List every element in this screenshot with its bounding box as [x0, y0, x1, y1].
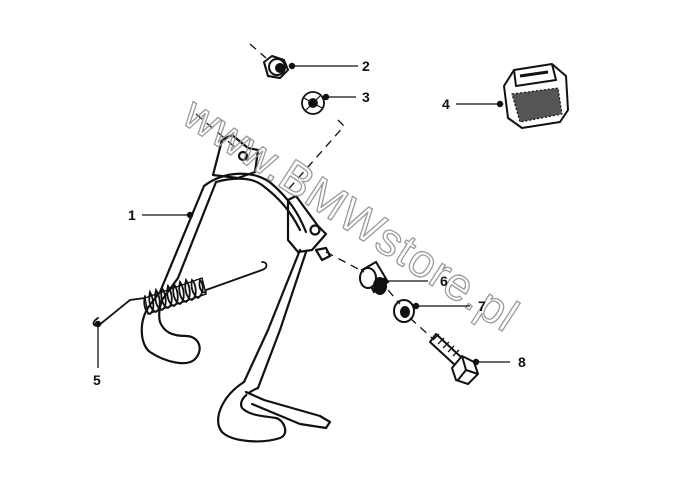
callout-7: 7: [478, 298, 486, 314]
rubber-buffer-part: [503, 63, 569, 129]
bolt-part: [429, 333, 479, 385]
lock-washer-part: [301, 91, 325, 115]
return-spring-part: [92, 261, 268, 327]
assembly-lines: [195, 43, 433, 339]
watermark-text: www.BMWstore.pl: [174, 86, 529, 342]
callout-6: 6: [440, 273, 448, 289]
flat-washer-part: [393, 299, 415, 323]
callout-3: 3: [362, 89, 370, 105]
nut-part: [263, 55, 289, 79]
bushing-part: [359, 260, 390, 295]
leader-lines: [94, 62, 510, 368]
callout-5: 5: [93, 372, 101, 388]
callout-4: 4: [442, 96, 450, 112]
callout-2: 2: [362, 58, 370, 74]
callout-1: 1: [128, 207, 136, 223]
callout-8: 8: [518, 354, 526, 370]
